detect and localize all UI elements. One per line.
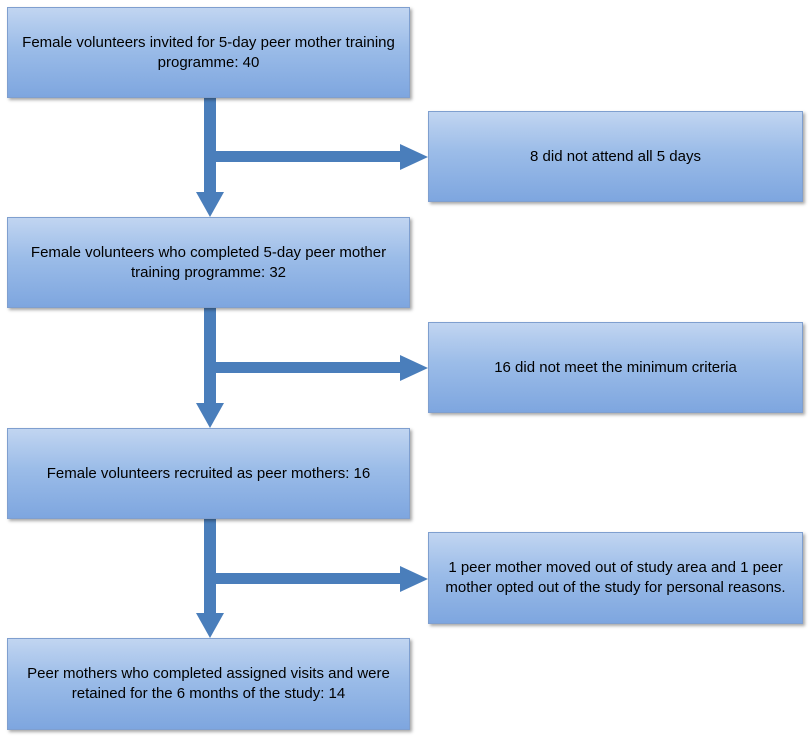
retained-peer-mothers-label: Peer mothers who completed assigned visi…	[27, 665, 390, 702]
down-arrow-2	[196, 308, 224, 428]
completed-training-box: Female volunteers who completed 5-day pe…	[7, 217, 410, 308]
dropped-out-label: 1 peer mother moved out of study area an…	[445, 559, 786, 596]
side-arrow-1	[210, 144, 428, 170]
side-arrow-3	[210, 566, 428, 592]
dropped-out-box: 1 peer mother moved out of study area an…	[428, 532, 803, 624]
retained-peer-mothers-box: Peer mothers who completed assigned visi…	[7, 638, 410, 730]
invited-volunteers-box: Female volunteers invited for 5-day peer…	[7, 7, 410, 98]
completed-training-label: Female volunteers who completed 5-day pe…	[30, 243, 387, 281]
recruited-peer-mothers-box: Female volunteers recruited as peer moth…	[7, 428, 410, 519]
invited-volunteers-label: Female volunteers invited for 5-day peer…	[22, 33, 395, 71]
did-not-attend-label: 8 did not attend all 5 days	[530, 147, 701, 165]
did-not-meet-criteria-label: 16 did not meet the minimum criteria	[494, 358, 737, 376]
down-arrow-3	[196, 519, 224, 638]
down-arrow-1	[196, 98, 224, 217]
side-arrow-2	[210, 355, 428, 381]
did-not-attend-box: 8 did not attend all 5 days	[428, 111, 803, 202]
did-not-meet-criteria-box: 16 did not meet the minimum criteria	[428, 322, 803, 413]
recruited-peer-mothers-label: Female volunteers recruited as peer moth…	[46, 464, 371, 482]
